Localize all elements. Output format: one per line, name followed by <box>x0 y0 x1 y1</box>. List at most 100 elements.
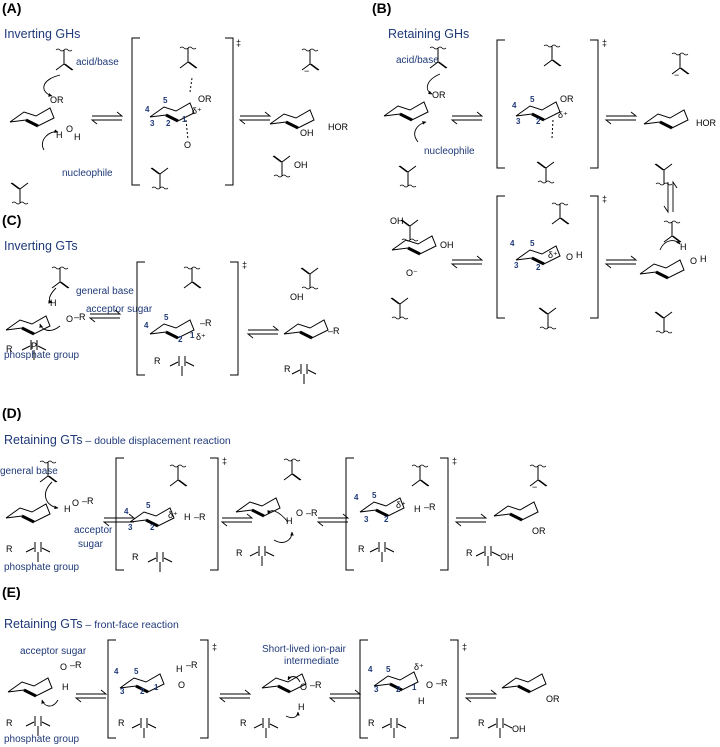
ts2-mark-b: ‡ <box>602 194 607 204</box>
o-atom-e: O <box>60 662 67 672</box>
acceptor-sugar-label-e: acceptor sugar <box>20 646 87 657</box>
general-base-label-c: general base <box>76 286 134 297</box>
panel-d-title: Retaining GTs – double displacement reac… <box>4 433 231 447</box>
sugar-ring-b <box>382 100 430 122</box>
acid-residue-a <box>55 48 74 71</box>
product-phosphate-d <box>475 545 501 567</box>
equilibrium-arrow-c2 <box>247 325 279 339</box>
int-h-e: H <box>298 702 305 712</box>
panel-e-letter: (E) <box>2 584 21 600</box>
product-ring-d <box>492 500 540 522</box>
ts-ring-a <box>148 101 196 123</box>
ts1-o-e: O <box>178 680 185 690</box>
sugar-ring-c <box>4 314 52 336</box>
row2-ominus-b: O⁻ <box>406 268 418 278</box>
ts2-acid-b <box>551 202 570 225</box>
panel-d-title-sub: – double displacement reaction <box>83 435 231 447</box>
product-or-c: –R <box>328 326 340 336</box>
c5-number-a: 5 <box>163 96 168 105</box>
ts1-c4-b: 4 <box>512 101 517 110</box>
ts1-mark-b: ‡ <box>602 38 607 48</box>
acid-base-label-b: acid/base <box>396 55 439 66</box>
panel-a-letter: (A) <box>2 0 21 16</box>
int-or-e: –R <box>310 680 322 690</box>
ts1-r-e: R <box>118 718 125 728</box>
ts1-nuc-b <box>536 161 555 184</box>
or-atom-c: –R <box>74 312 86 322</box>
ts2-h-d: H <box>414 504 421 514</box>
equilibrium-arrow-e3 <box>329 689 361 703</box>
phosphate-group-label-d: phosphate group <box>4 562 80 573</box>
or-atom-a: OR <box>50 95 64 105</box>
sugar-ring-e <box>6 676 54 698</box>
ts2-h-e: H <box>418 696 425 706</box>
ts-acid-c <box>183 266 202 289</box>
product-poh-e: OH <box>512 724 526 734</box>
or-atom-b: OR <box>432 90 446 100</box>
product-cooh-c: OH <box>290 292 304 302</box>
vertical-eq-arrow-b-down <box>663 182 669 214</box>
int-h-d: H <box>286 516 293 526</box>
ts-c5-c: 5 <box>164 313 169 322</box>
ts2-delta-e: δ⁺ <box>414 662 424 672</box>
row2-h2-b: H <box>680 242 687 252</box>
ts2-r-e: R <box>368 718 375 728</box>
acid-base-label-a: acid/base <box>76 57 119 68</box>
row2-ring-b <box>638 258 686 280</box>
p-atom-c: P <box>31 341 37 351</box>
panel-a: (A) Inverting GHs acid/base nucleophile … <box>2 0 349 205</box>
ts2-c4-e: 4 <box>368 665 373 674</box>
ts1-h-d: H <box>184 512 191 522</box>
panel-d-title-main: Retaining GTs <box>4 433 83 447</box>
ts-mark-a: ‡ <box>236 38 241 48</box>
ts-delta-a: δ⁺ <box>192 106 202 116</box>
h-atom-c: H <box>50 298 57 308</box>
row2-free-acid-b <box>400 219 419 242</box>
h-atom-d: H <box>64 504 71 514</box>
product-hor-a: HOR <box>328 122 349 132</box>
ts1-c5-e: 5 <box>134 667 139 676</box>
ts2-c4-b: 4 <box>510 239 515 248</box>
phosphate-group-label-c: phosphate group <box>4 350 80 361</box>
product-acid2-a <box>272 155 291 178</box>
ts-delta-c: δ⁺ <box>196 332 206 342</box>
panel-b-letter: (B) <box>372 0 391 16</box>
ts1-h-e: H <box>176 664 183 674</box>
ts1-acid-d <box>169 464 188 487</box>
r-atom-c: R <box>6 344 13 354</box>
sugar-ring-a <box>8 106 56 128</box>
ts2-c1-e: 1 <box>412 683 417 692</box>
ts2-delta-b: δ⁺ <box>548 250 558 260</box>
product-hor-b: HOR <box>696 118 717 128</box>
equilibrium-arrow-a1 <box>91 111 123 125</box>
product-minus-a: − <box>304 66 309 76</box>
intermediate-label-e-1: Short-lived ion-pair <box>262 644 347 655</box>
ct-nuc-b <box>654 163 673 186</box>
ts-ring-c <box>148 318 196 340</box>
panel-d-letter: (D) <box>2 405 21 421</box>
int-acid-d <box>283 458 302 481</box>
r-atom-d: R <box>6 544 13 554</box>
ts2-bracket-right-e <box>450 639 459 739</box>
ts-o-a: O <box>184 140 191 150</box>
panel-c-title: Inverting GTs <box>4 239 78 253</box>
ts1-delta-d: δ⁺ <box>168 510 178 520</box>
h-atom-a: H <box>56 130 63 140</box>
ts2-delta-d: δ⁺ <box>396 500 406 510</box>
ts-hbond2-a <box>185 119 189 141</box>
product-ring-a <box>268 108 316 130</box>
ts1-c5-d: 5 <box>146 501 151 510</box>
ts1-c4-d: 4 <box>124 507 129 516</box>
nucleophile-label-a: nucleophile <box>62 168 113 179</box>
ts2-c2-d: 2 <box>384 515 389 524</box>
ts2-phosphate-d <box>369 541 395 563</box>
ts2-acid-d <box>411 464 430 487</box>
row2-carboxylate-b <box>390 297 409 320</box>
ts2-r-d: R <box>358 544 365 554</box>
or-atom-d: –R <box>82 496 94 506</box>
ts2-c5-b: 5 <box>530 239 535 248</box>
ct-ring-b <box>642 108 690 130</box>
ts2-phosphate-e <box>381 717 407 739</box>
ts1-phosphate-d <box>147 551 173 573</box>
product-oh-a: OH <box>300 128 314 138</box>
